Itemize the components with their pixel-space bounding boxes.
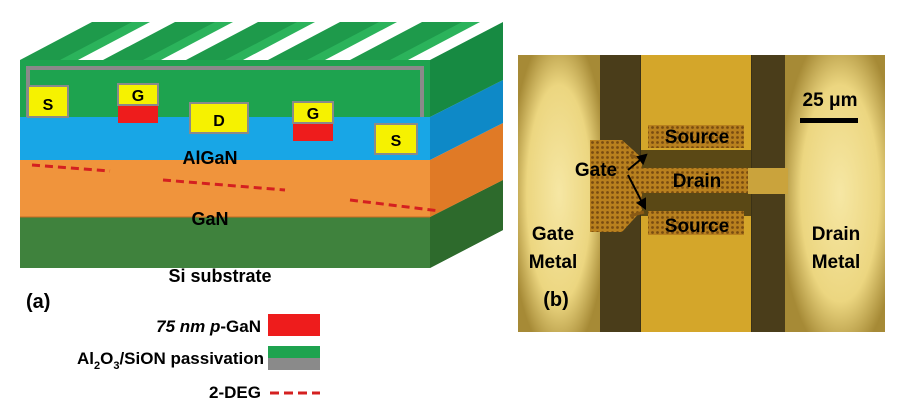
svg-text:Al2O3/SiON passivation: Al2O3/SiON passivation [77, 349, 264, 372]
label-gate: Gate [575, 160, 617, 181]
legend-pgan-p: p [209, 317, 220, 336]
gate-connector [590, 140, 642, 232]
gate-arrows [627, 153, 648, 210]
legend-pass-rest: /SiON passivation [119, 349, 264, 368]
gate-left-pgan [118, 105, 158, 123]
electrodes [27, 83, 418, 155]
panel-b-micrograph: 25 μm Source Drain Source Gate Gate Meta… [518, 55, 885, 332]
drain-connector [748, 168, 788, 194]
legend-pass-al: Al [77, 349, 94, 368]
legend-pass-o: O [100, 349, 113, 368]
scale-bar-label: 25 μm [803, 90, 858, 111]
electrode-label-gate-left: G [132, 88, 144, 105]
legend-twodeg-label: 2-DEG [209, 383, 261, 402]
legend-item-pgan: 75 nm p-GaN [156, 314, 320, 336]
gate-left-electrode [117, 83, 159, 106]
layer-label-si: Si substrate [168, 266, 271, 286]
layer-label-algan: AlGaN [182, 148, 237, 168]
legend-pgan-rest: -GaN [220, 317, 261, 336]
label-drain: Drain [673, 171, 722, 192]
drain-finger [640, 168, 750, 193]
passivation-ridges [20, 22, 503, 117]
legend-item-passivation: Al2O3/SiON passivation [77, 346, 320, 372]
scale-bar [800, 118, 858, 123]
source-bottom-finger [648, 211, 744, 235]
label-drain-metal-1: Drain [812, 224, 861, 245]
source-left-electrode [27, 85, 69, 118]
gate-right-electrode [292, 101, 334, 124]
drain-electrode [189, 102, 249, 134]
svg-text:75 nm p-GaN: 75 nm p-GaN [156, 317, 261, 336]
panel-a-device-cross-section: S G D G S AlGaN GaN Si substrate (a) 75 … [20, 22, 503, 402]
gate-right-pgan [293, 123, 333, 141]
electrode-label-drain: D [213, 113, 225, 130]
label-gate-metal-1: Gate [532, 224, 574, 245]
label-source-top: Source [665, 127, 729, 148]
legend-pgan-thickness: 75 nm [156, 317, 205, 336]
panel-a-label: (a) [26, 291, 50, 313]
label-source-bottom: Source [665, 216, 729, 237]
source-top-finger [648, 125, 744, 148]
electrode-label-source-right: S [391, 133, 402, 150]
layer-label-gan: GaN [191, 209, 228, 229]
source-right-electrode [374, 123, 418, 155]
legend: 75 nm p-GaN Al2O3/SiON passivation 2-DEG [77, 314, 320, 402]
legend-swatch-pgan [268, 314, 320, 336]
legend-item-twodeg: 2-DEG [209, 383, 320, 402]
si-substrate-layer [20, 180, 503, 268]
legend-pass-sub2: 2 [94, 360, 100, 372]
panel-b-label: (b) [543, 289, 569, 311]
electrode-label-source-left: S [43, 97, 54, 114]
twodeg-channel [31, 163, 441, 213]
electrode-label-gate-right: G [307, 106, 319, 123]
legend-swatch-passivation-gray [268, 358, 320, 370]
legend-swatch-passivation-green [268, 346, 320, 358]
label-gate-metal-2: Metal [529, 252, 578, 273]
legend-pass-sub3: 3 [113, 360, 119, 372]
label-drain-metal-2: Metal [812, 252, 861, 273]
